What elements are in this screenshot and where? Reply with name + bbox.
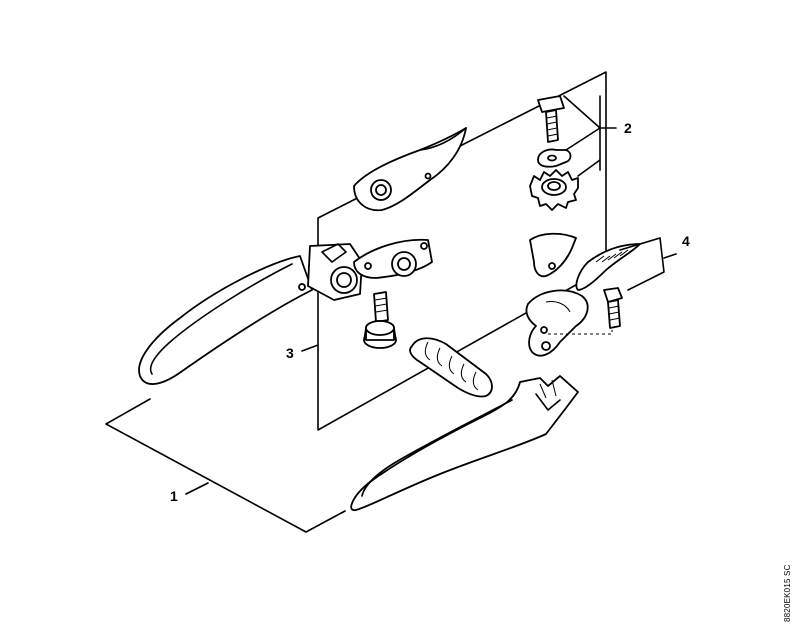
- callout-4: 4: [682, 233, 690, 249]
- upper-handle: [138, 243, 363, 385]
- assembly-1-bracket: [105, 398, 346, 533]
- blade-plate: [353, 238, 433, 279]
- callout-3-leader: [301, 344, 319, 352]
- callout-3: 3: [286, 345, 294, 361]
- assembly-2-leaders: [563, 95, 617, 177]
- alignment-dashed-line: [548, 330, 613, 335]
- drawing-code: 8820EK015 SC: [783, 564, 792, 622]
- lock-washer: [537, 148, 572, 168]
- top-blade: [353, 127, 467, 212]
- pivot-bolt: [363, 291, 397, 349]
- callout-1-leader: [185, 482, 209, 495]
- callout-1: 1: [170, 488, 178, 504]
- bracket-plate: [525, 289, 589, 357]
- lower-handle: [350, 375, 579, 511]
- screw-4: [603, 287, 623, 329]
- adjusting-nut: [529, 169, 579, 211]
- anvil-blade: [575, 243, 641, 291]
- anvil-plate: [529, 232, 577, 278]
- callout-2: 2: [624, 120, 632, 136]
- bolt-2: [537, 95, 565, 143]
- assembly-4-bracket: [619, 237, 677, 291]
- spring: [409, 337, 493, 398]
